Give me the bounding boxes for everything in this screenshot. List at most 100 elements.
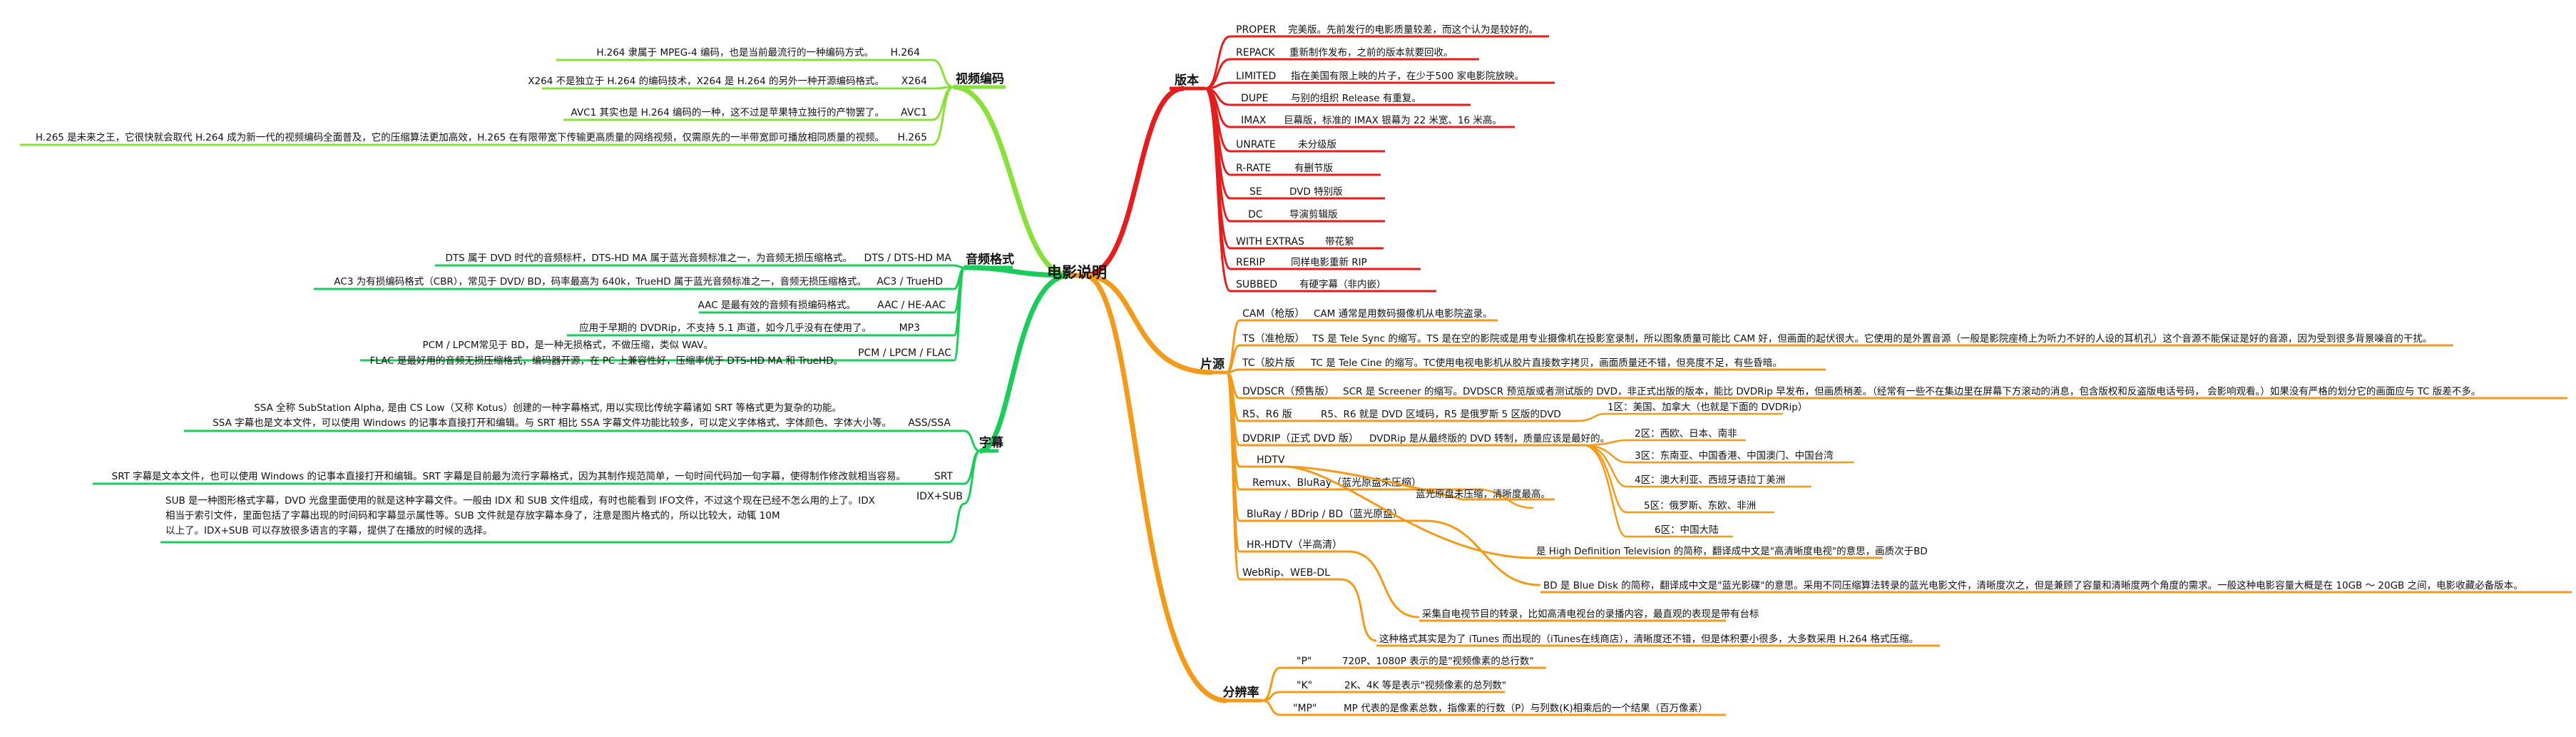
audio-item[interactable]: DTS 属于 DVD 时代的音频标杆，DTS-HD MA 属于蓝光音频标准之一，… (446, 252, 952, 264)
resolution-item[interactable]: "K"2K、4K 等是表示"视频像素的总列数" (1297, 679, 1506, 691)
branch-version-label[interactable]: 版本 (1175, 73, 1199, 88)
video-key: H.265 (898, 132, 927, 143)
source-cam[interactable]: CAM（枪版） CAM 通常是用数码摄像机从电影院盗录。 (1242, 307, 1493, 320)
version-desc: 同样电影重新 RIP (1291, 257, 1367, 268)
source-key: R5、R6 版 (1242, 409, 1292, 420)
branch-audio-label[interactable]: 音频格式 (966, 252, 1014, 267)
video-key: H.264 (891, 47, 921, 59)
branch-subtitle: 字幕 SSA 全称 SubStation Alpha, 是由 CS Low（又称… (93, 402, 1004, 544)
root-label: 电影说明 (1047, 264, 1107, 281)
version-item[interactable]: R-RATE 有删节版 (1236, 163, 1333, 174)
resolution-item[interactable]: "MP" MP 代表的是像素总数，指像素的行数（P）与列数(K)相乘后的一个结果（… (1293, 703, 1708, 714)
resolution-item[interactable]: "P"720P、1080P 表示的是"视频像素的总行数" (1297, 656, 1534, 667)
resolution-desc: 2K、4K 等是表示"视频像素的总列数" (1344, 679, 1506, 691)
branch-source: 片源 CAM（枪版）CAM 通常是用数 (1200, 307, 2572, 647)
version-key: IMAX (1241, 115, 1267, 126)
subtitle-key: IDX+SUB (916, 491, 963, 502)
resolution-desc: 720P、1080P 表示的是"视频像素的总行数" (1342, 656, 1534, 667)
version-key: LIMITED (1236, 71, 1276, 82)
resolution-desc: MP 代表的是像素总数，指像素的行数（P）与列数(K)相乘后的一个结果（百万像素… (1344, 703, 1708, 714)
video-item[interactable]: H.265 是未来之王，它很快就会取代 H.264 成为新一代的视频编码全面普及… (36, 131, 927, 143)
audio-desc: AC3 为有损编码格式（CBR），常见于 DVD/ BD，码率最高为 640k，… (334, 275, 867, 288)
hrhdtv-desc: 采集自电视节目的转录，比如高清电视台的录播内容，最直观的表现是带有台标 (1422, 608, 1759, 620)
source-dvdrip[interactable]: DVDRIP（正式 DVD 版）DVDRip 是从最终版的 DVD 转制，质量应… (1242, 432, 1610, 444)
audio-key: PCM / LPCM / FLAC (858, 347, 951, 359)
video-connectors (931, 59, 954, 146)
resolution-underlines (1280, 666, 1726, 716)
source-webrip[interactable]: WebRip、WEB-DL (1242, 567, 1330, 579)
source-desc: TS 是 Tele Sync 的缩写。TS 是在空的影院或是用专业摄像机在投影室… (1312, 332, 2432, 345)
version-key: WITH EXTRAS (1236, 236, 1304, 248)
source-desc: SCR 是 Screener 的缩写。DVDSCR 预览版或者测试版的 DVD，… (1343, 385, 2480, 397)
source-desc: R5、R6 就是 DVD 区域码，R5 是俄罗斯 5 区版的DVD (1321, 409, 1561, 420)
version-item[interactable]: RERIP 同样电影重新 RIP (1236, 257, 1367, 268)
source-detail-underlines (1376, 498, 2572, 647)
branch-video-label[interactable]: 视频编码 (956, 71, 1004, 86)
version-desc: 与别的组织 Release 有重复。 (1291, 92, 1421, 104)
source-bluray[interactable]: BluRay / BDrip / BD（蓝光原盘） (1247, 508, 1403, 520)
version-key: DC (1248, 209, 1263, 220)
branch-source-label[interactable]: 片源 (1200, 357, 1225, 372)
version-desc: 巨幕版，标准的 IMAX 银幕为 22 米宽、16 米高。 (1284, 114, 1502, 126)
source-desc: CAM 通常是用数码摄像机从电影院盗录。 (1314, 308, 1493, 320)
subtitle-item[interactable]: SRT 字幕是文本文件，也可以使用 Windows 的记事本直接打开和编辑。SR… (112, 470, 954, 482)
version-key: PROPER (1236, 24, 1276, 36)
version-key: R-RATE (1236, 163, 1271, 174)
source-key: HDTV (1257, 454, 1285, 466)
audio-item[interactable]: 应用于早期的 DVDRip，不支持 5.1 声道，如今几乎没有在使用了。MP3 (579, 322, 920, 334)
video-key: AVC1 (901, 107, 927, 118)
source-key: WebRip、WEB-DL (1242, 567, 1330, 579)
audio-item[interactable]: PCM / LPCM常见于 BD，是一种无损格式，不做压缩，类似 WAV。 FL… (370, 340, 952, 367)
source-key: CAM（枪版） (1242, 307, 1304, 320)
subtitle-item[interactable]: SSA 全称 SubStation Alpha, 是由 CS Low（又称 Ko… (213, 402, 951, 429)
video-item[interactable]: AVC1 其实也是 H.264 编码的一种，这不过是苹果特立独行的产物罢了。AV… (571, 106, 927, 118)
resolution-key: "MP" (1293, 703, 1317, 714)
subtitle-item[interactable]: IDX+SUB SUB 是一种图形格式字幕，DVD 光盘里面使用的就是这种字幕文… (165, 491, 963, 537)
subtitle-desc-line: SUB 是一种图形格式字幕，DVD 光盘里面使用的就是这种字幕文件。一般由 ID… (165, 494, 875, 507)
audio-item[interactable]: AC3 为有损编码格式（CBR），常见于 DVD/ BD，码率最高为 640k，… (334, 275, 943, 288)
source-hdtv[interactable]: HDTV (1257, 454, 1285, 466)
version-item[interactable]: PROPER 完美版。先前发行的电影质量较差，而这个认为是较好的。 (1236, 24, 1538, 36)
version-key: DUPE (1241, 93, 1268, 104)
branch-resolution-label[interactable]: 分辨率 (1223, 685, 1259, 700)
subtitle-desc-line: SSA 字幕也是文本文件，可以使用 Windows 的记事本直接打开和编辑。与 … (213, 417, 891, 429)
source-hrhdtv[interactable]: HR-HDTV（半高清） (1247, 539, 1342, 551)
source-r5[interactable]: R5、R6 版 R5、R6 就是 DVD 区域码，R5 是俄罗斯 5 区版的DVD (1242, 409, 1561, 420)
audio-key: DTS / DTS-HD MA (864, 253, 951, 264)
source-ts[interactable]: TS（准枪版）TS 是 Tele Sync 的缩写。TS 是在空的影院或是用专业… (1242, 332, 2432, 345)
subtitle-desc-line: 以上了。IDX+SUB 可以存放很多语言的字幕，提供了在播放的时候的选择。 (165, 524, 492, 537)
version-desc: 未分级版 (1298, 139, 1336, 151)
version-item[interactable]: DUPE 与别的组织 Release 有重复。 (1241, 92, 1421, 104)
version-desc: 有删节版 (1294, 163, 1333, 174)
branch-resolution: 分辨率 "P"720P、1080P 表示的是"视频像素的总行数" "K"2K、4… (1221, 656, 1726, 716)
audio-key: AAC / HE-AAC (877, 300, 946, 311)
version-item[interactable]: IMAX 巨幕版，标准的 IMAX 银幕为 22 米宽、16 米高。 (1241, 114, 1502, 126)
branch-video: 视频编码 H.264 隶属于 MPEG-4 编码，也是当前最流行的一种编码方式。… (20, 46, 1006, 146)
subtitle-desc: SRT 字幕是文本文件，也可以使用 Windows 的记事本直接打开和编辑。SR… (112, 470, 906, 482)
audio-desc: AAC 是最有效的音频有损编码格式。 (698, 299, 856, 311)
source-dvdscr[interactable]: DVDSCR（预售版）SCR 是 Screener 的缩写。DVDSCR 预览版… (1242, 385, 2480, 397)
subtitle-desc-line: 相当于索引文件，里面包括了字幕出现的时间码和字幕显示属性等。SUB 文件就是存放… (165, 509, 780, 522)
region-item: 5区：俄罗斯、东欧、非洲 (1644, 500, 1756, 512)
source-key: HR-HDTV（半高清） (1247, 539, 1342, 551)
version-key: RERIP (1236, 257, 1265, 268)
version-desc: 完美版。先前发行的电影质量较差，而这个认为是较好的。 (1288, 24, 1538, 36)
branch-subtitle-label[interactable]: 字幕 (979, 435, 1004, 450)
video-underlines (20, 59, 932, 146)
branch-version: 版本 (1170, 24, 1555, 293)
video-item[interactable]: H.264 隶属于 MPEG-4 编码，也是当前最流行的一种编码方式。H.264 (596, 46, 920, 59)
audio-item[interactable]: AAC 是最有效的音频有损编码格式。 AAC / HE-AAC (698, 299, 946, 311)
video-item[interactable]: X264 不是独立于 H.264 的编码技术，X264 是 H.264 的另外一… (528, 76, 927, 87)
region-item: 2区：西欧、日本、南非 (1635, 428, 1737, 439)
audio-desc-line: FLAC 是最好用的音频无损压缩格式，编码器开源，在 PC 上兼容性好，压缩率优… (370, 355, 843, 367)
root-node[interactable]: 电影说明 (1047, 264, 1107, 281)
source-desc: TC 是 Tele Cine 的缩写。TC使用电视电影机从胶片直接数字拷贝，画面… (1310, 357, 1782, 369)
